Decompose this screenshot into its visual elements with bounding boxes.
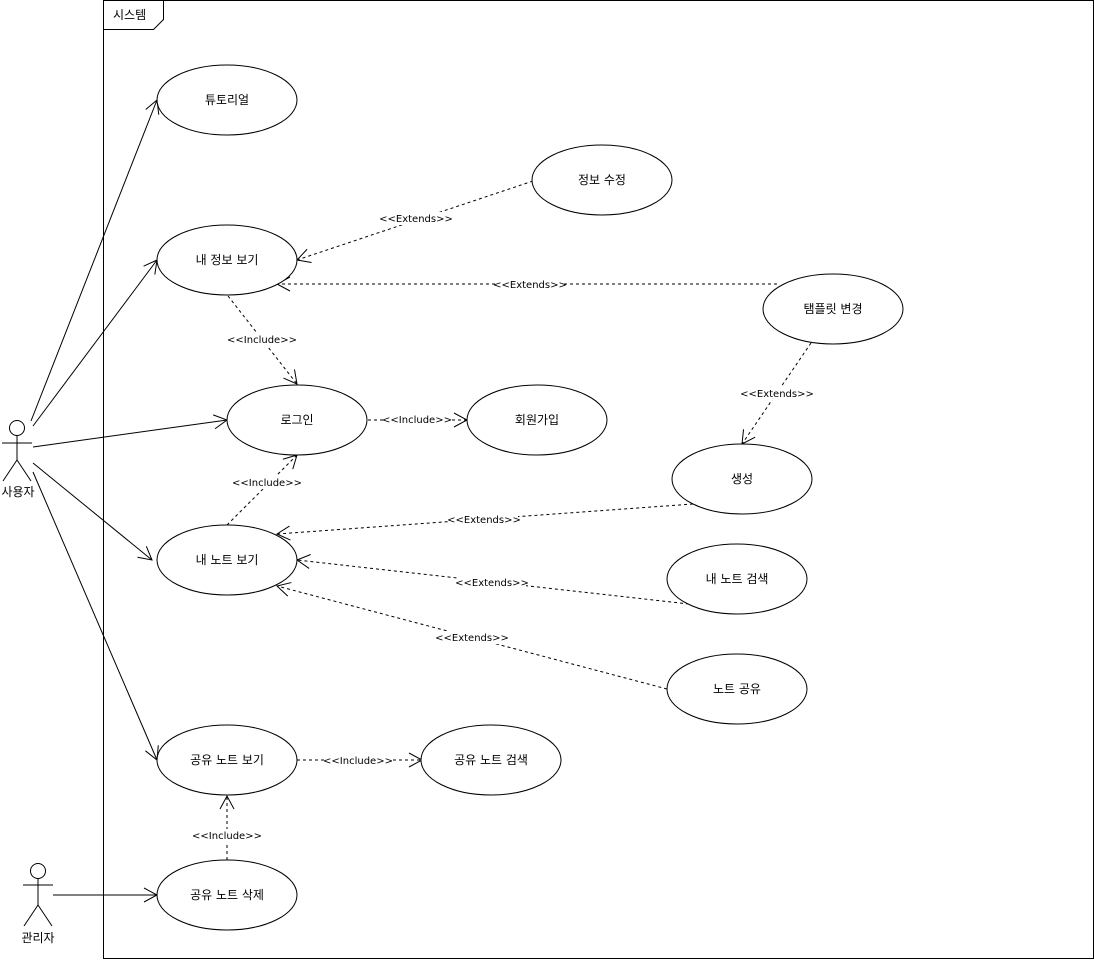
- relation-labels: <<Extends>> <<Extends>> <<Include>> <<In…: [192, 212, 814, 842]
- use-case-login[interactable]: 로그인: [226, 384, 368, 456]
- label-include-delete-shared: <<Include>>: [192, 831, 262, 842]
- use-case-login-label: 로그인: [280, 413, 313, 427]
- assoc-user-login: [32, 414, 229, 448]
- use-case-share-note[interactable]: 노트 공유: [666, 653, 808, 725]
- actor-admin-label: 관리자: [21, 931, 54, 945]
- stick-figure-icon: [2, 420, 32, 482]
- use-case-my-info[interactable]: 내 정보 보기: [156, 224, 298, 296]
- actor-admin[interactable]: 관리자: [21, 863, 55, 946]
- use-case-create-label: 생성: [731, 472, 753, 486]
- use-case-edit-info[interactable]: 정보 수정: [531, 144, 673, 216]
- label-extends-template-create: <<Extends>>: [740, 389, 814, 400]
- use-case-signup-label: 회원가입: [515, 413, 559, 427]
- label-include-notes-login: <<Include>>: [232, 478, 302, 489]
- label-extends-template-info: <<Extends>>: [493, 280, 567, 291]
- use-case-view-shared[interactable]: 공유 노트 보기: [156, 724, 298, 796]
- use-case-delete-shared[interactable]: 공유 노트 삭제: [156, 859, 298, 931]
- label-extends-share-notes: <<Extends>>: [435, 633, 509, 644]
- stick-figure-icon: [23, 863, 53, 927]
- system-title: 시스템: [113, 8, 146, 22]
- use-case-share-note-label: 노트 공유: [713, 682, 761, 696]
- actor-user[interactable]: 사용자: [1, 420, 35, 500]
- use-case-tutorial[interactable]: 튜토리얼: [156, 64, 298, 136]
- use-case-create[interactable]: 생성: [671, 443, 813, 515]
- use-case-change-template-label: 탬플릿 변경: [803, 302, 862, 316]
- associations: [30, 99, 229, 903]
- use-case-search-shared-label: 공유 노트 검색: [454, 753, 528, 767]
- assoc-user-my-info: [32, 259, 158, 427]
- use-case-delete-shared-label: 공유 노트 삭제: [190, 888, 264, 902]
- use-case-search-my-notes-label: 내 노트 검색: [706, 572, 769, 586]
- use-case-search-my-notes[interactable]: 내 노트 검색: [666, 543, 808, 615]
- use-cases: 튜토리얼 정보 수정 내 정보 보기 탬플릿 변경 로그인 회원가입 생성 내: [156, 64, 904, 931]
- use-case-search-shared[interactable]: 공유 노트 검색: [420, 724, 562, 796]
- use-case-view-shared-label: 공유 노트 보기: [190, 753, 264, 767]
- use-case-my-notes[interactable]: 내 노트 보기: [156, 524, 298, 596]
- label-extends-create-notes: <<Extends>>: [447, 515, 521, 526]
- actor-user-label: 사용자: [1, 485, 34, 499]
- assoc-user-my-notes: [32, 462, 153, 561]
- label-extends-edit-info: <<Extends>>: [379, 214, 453, 225]
- use-case-my-info-label: 내 정보 보기: [196, 253, 259, 267]
- label-extends-search-notes: <<Extends>>: [455, 578, 529, 589]
- use-case-my-notes-label: 내 노트 보기: [196, 553, 259, 567]
- use-case-edit-info-label: 정보 수정: [578, 173, 626, 187]
- use-case-change-template[interactable]: 탬플릿 변경: [762, 273, 904, 345]
- assoc-user-tutorial: [30, 99, 160, 422]
- label-include-shared-search: <<Include>>: [323, 756, 393, 767]
- dep-share-to-my-notes: [275, 582, 668, 690]
- use-case-tutorial-label: 튜토리얼: [205, 93, 249, 107]
- assoc-user-view-shared: [32, 471, 159, 761]
- dep-my-notes-to-login: [226, 454, 298, 526]
- label-include-login-signup: <<Include>>: [382, 415, 452, 426]
- label-include-info-login: <<Include>>: [227, 335, 297, 346]
- use-case-signup[interactable]: 회원가입: [466, 384, 608, 456]
